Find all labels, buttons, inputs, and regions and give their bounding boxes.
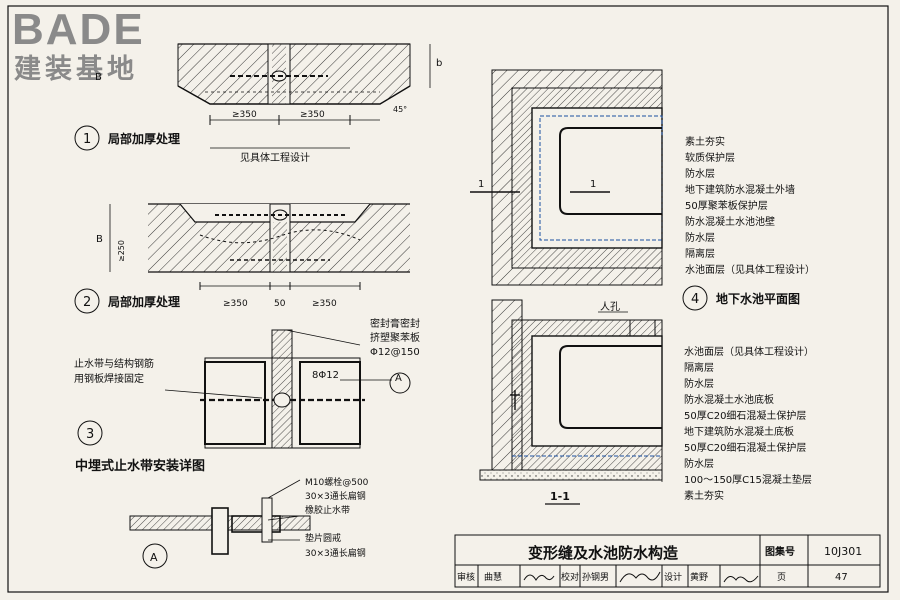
detail-a-note-bottom-1: 垫片圆戒 [305,532,341,544]
detail-1-index-circle [74,125,100,151]
detail-a-note-top-1: M10螺栓@500 [305,476,369,488]
detail-3-index-circle [77,420,103,446]
titleblock-atlas-label: 图集号 [765,545,795,558]
section-layer-8: 防水层 [684,457,714,470]
logo-subtitle: 建装基地 [14,54,138,85]
detail-1-drawing: ≥350 ≥350 见具体工程设计 B b 45° [95,43,442,164]
detail-1-dim-b-right: b [436,58,442,69]
titleblock-review-label: 审核 [457,571,475,583]
detail-4-layer-7: 防水层 [685,231,715,244]
logo-brand: BADE [12,5,145,54]
detail-1-angle: 45° [393,105,407,114]
title-block [454,534,881,588]
detail-3-note-right-1: 密封膏密封 [370,317,420,330]
designer-signature [723,575,759,583]
detail-4-section-mark-right: 1 [590,179,596,190]
titleblock-checker: 孙钢男 [582,571,609,583]
titleblock-title: 变形缝及水池防水构造 [528,544,678,562]
detail-2-dim-mid: 50 [274,299,286,309]
detail-2-drawing: ≥350 50 ≥350 B ≥250 [96,203,410,309]
section-layer-9: 100～150厚C15混凝土垫层 [684,473,812,486]
section-layer-1: 水池面层（见具体工程设计） [684,345,814,358]
detail-1-title: 局部加厚处理 [108,131,180,146]
section-1-1-legend: 水池面层（见具体工程设计） 隔离层 防水层 防水混凝土水池底板 50厚C20细石… [684,345,814,502]
detail-2-dim-left: ≥350 [223,299,248,309]
section-1-1-hole: 人孔 [600,301,620,313]
detail-4-layer-9: 水池面层（见具体工程设计） [685,263,815,276]
titleblock-designer: 黄野 [690,571,708,583]
titleblock-design-label: 设计 [664,571,682,583]
detail-3-ref-circle [389,372,411,394]
detail-2-index-circle [74,288,100,314]
titleblock-page-label: 页 [777,572,786,583]
detail-3-index: 3 [86,427,94,442]
detail-2-dim-250: ≥250 [117,240,126,262]
section-layer-7: 50厚C20细石混凝土保护层 [684,441,806,454]
section-layer-5: 50厚C20细石混凝土保护层 [684,409,806,422]
detail-4-layer-2: 软质保护层 [685,151,735,164]
detail-a-note-top-2: 30×3通长扁钢 [305,490,366,502]
detail-3-rebar: 8Φ12 [312,370,339,381]
logo: BADE 建装基地 [12,5,145,85]
detail-4-layer-8: 隔离层 [685,247,715,260]
section-layer-4: 防水混凝土水池底板 [684,393,774,406]
detail-a-drawing: A [129,479,311,569]
detail-4-layer-5: 50厚聚苯板保护层 [685,199,768,212]
detail-a-ref: A [150,551,158,564]
detail-3-note-right-3: Φ12@150 [370,347,420,358]
detail-4-drawing: 1 1 [470,69,663,286]
detail-2-dim-right: ≥350 [312,299,337,309]
checker-signature [619,571,661,583]
sheet-border [7,5,889,593]
detail-3-title: 中埋式止水带安装详图 [75,458,205,474]
detail-3-note-left-1: 止水带与结构钢筋 [74,357,154,370]
detail-3-note-left-2: 用钢板焊接固定 [74,372,144,385]
detail-a-note-top-3: 橡胶止水带 [305,504,350,516]
detail-1-dim-b-left: B [95,72,102,83]
detail-4-index-circle [682,285,708,311]
section-layer-2: 隔离层 [684,361,714,374]
detail-4-section-mark-left: 1 [478,179,484,190]
detail-3-drawing: A [164,329,411,449]
detail-3-ref: A [395,373,402,384]
detail-4-layer-6: 防水混凝土水池池壁 [685,215,775,228]
titleblock-reviewer: 曲慧 [484,571,502,583]
detail-2-dim-b: B [96,234,103,245]
detail-2-title: 局部加厚处理 [108,294,180,309]
reviewer-signature [523,574,555,581]
detail-4-index: 4 [691,292,699,307]
detail-2-index: 2 [83,295,91,310]
detail-4-title: 地下水池平面图 [716,291,800,306]
section-layer-3: 防水层 [684,377,714,390]
detail-1-note: 见具体工程设计 [240,151,310,164]
detail-4-layer-1: 素土夯实 [685,135,725,148]
section-1-1-drawing [479,299,663,505]
detail-a-note-bottom-2: 30×3通长扁钢 [305,547,366,559]
section-layer-6: 地下建筑防水混凝土底板 [684,425,794,438]
detail-1-dim-right: ≥350 [300,110,325,120]
detail-1-index: 1 [83,132,91,147]
section-layer-10: 素土夯实 [684,489,724,502]
detail-4-layer-3: 防水层 [685,167,715,180]
section-1-1-title: 1-1 [550,490,570,503]
detail-a-circle [142,543,168,569]
detail-4-legend: 素土夯实 软质保护层 防水层 地下建筑防水混凝土外墙 50厚聚苯板保护层 防水混… [685,135,815,276]
titleblock-page-no: 47 [835,572,848,583]
detail-3-note-right-2: 挤塑聚苯板 [370,331,420,344]
detail-1-dim-left: ≥350 [232,110,257,120]
titleblock-atlas-no: 10J301 [824,545,862,558]
titleblock-check-label: 校对 [561,571,579,583]
detail-4-layer-4: 地下建筑防水混凝土外墙 [685,183,795,196]
